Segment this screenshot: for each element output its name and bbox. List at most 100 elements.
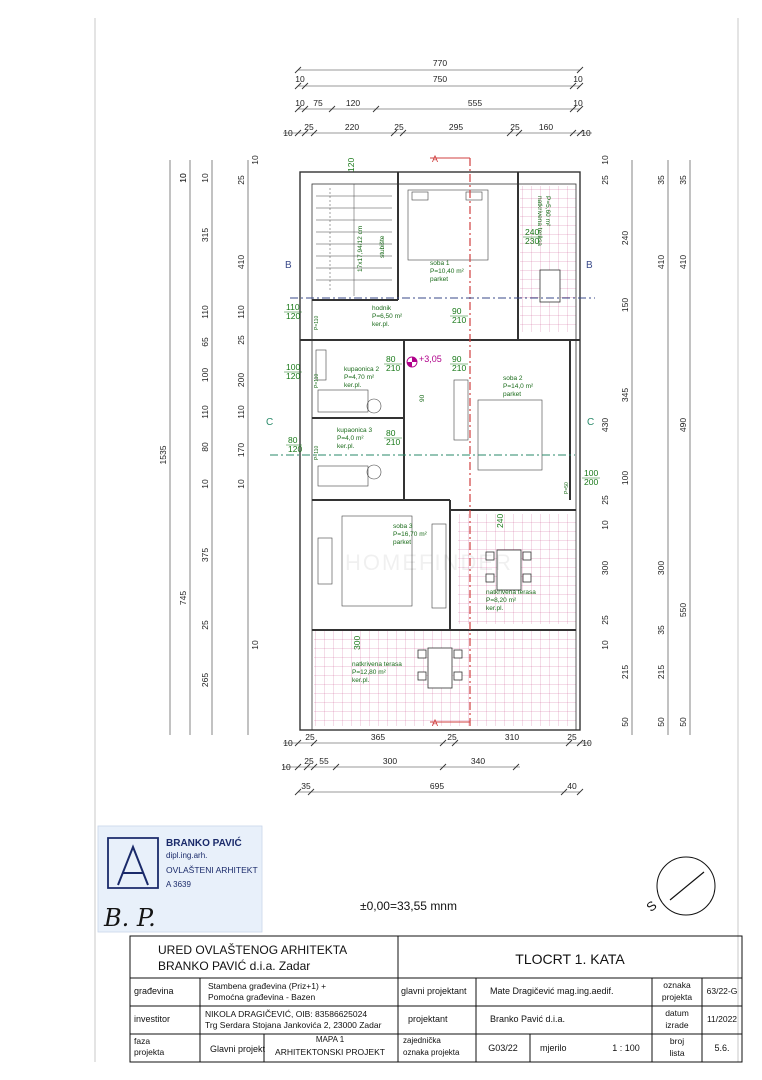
room-kup2-area: P=4,70 m² [344, 374, 375, 381]
mapa-label: MAPA 1 [316, 1035, 345, 1044]
zajednicka-label-1: zajednička [403, 1036, 441, 1045]
dim-label: 80 [200, 442, 210, 452]
level-marker: +3,05 [406, 354, 442, 368]
section-marker-a-top: A [432, 154, 438, 164]
dim-label: 10 [250, 640, 260, 650]
opening-label: 200 [584, 477, 598, 487]
dim-label: 10 [600, 640, 610, 650]
dim-label: 40 [567, 781, 577, 791]
opening-label: 100 [286, 362, 300, 372]
opening-labels: 240 230 110 120 90 210 80 210 90 210 100… [284, 158, 600, 650]
dim-label: 410 [656, 255, 666, 269]
architect-stamp: BRANKO PAVIĆ dipl.ing.arh. OVLAŠTENI ARH… [97, 825, 263, 933]
opening-label: 300 [352, 636, 362, 650]
dim-label: 50 [620, 717, 630, 727]
dim-label: 310 [505, 732, 519, 742]
room-soba-1-area: P=10,40 m² [430, 268, 465, 275]
dim-label: 490 [678, 418, 688, 432]
mapa-value: ARHITEKTONSKI PROJEKT [275, 1047, 385, 1057]
office-line-2: BRANKO PAVIĆ d.i.a. Zadar [158, 958, 310, 973]
room-terasa-big-area: P=12,80 m² [352, 669, 387, 676]
room-kup3-name: kupaonica 3 [337, 427, 372, 434]
dim-label: 10 [573, 98, 583, 108]
title-block [129, 935, 743, 1063]
investitor-line-2: Trg Serdara Stojana Jankovića 2, 23000 Z… [205, 1020, 382, 1030]
mjerilo-value: 1 : 100 [612, 1043, 640, 1053]
title-block-text: URED OVLAŠTENOG ARHITEKTA BRANKO PAVIĆ d… [134, 942, 737, 1058]
broj-label-1: broj [670, 1036, 684, 1046]
opening-label: 80 [288, 435, 298, 445]
dim-label: 745 [178, 591, 188, 605]
dim-label: 10 [295, 98, 305, 108]
dim-label: 10 [573, 74, 583, 84]
broj-label-2: lista [669, 1048, 684, 1058]
room-hodnik-area: P=6,50 m² [372, 313, 403, 320]
dim-label: 25 [600, 495, 610, 505]
dim-label: 55 [319, 756, 329, 766]
dim-label: 200 [236, 373, 246, 387]
dim-label: 170 [236, 443, 246, 457]
drawing-title: TLOCRT 1. KATA [515, 951, 625, 967]
stamp-number: A 3639 [166, 880, 191, 889]
oznaka-value: 63/22-G [707, 986, 738, 996]
terrace-top-right [520, 186, 576, 332]
room-terasa-top-area: P=5,60 m² [544, 196, 551, 227]
opening-label: 210 [452, 315, 466, 325]
opening-label: 80 [386, 354, 396, 364]
room-soba-2-name: soba 2 [503, 375, 523, 382]
dim-label: 110 [200, 305, 210, 319]
room-soba-3-floor: parket [393, 539, 411, 546]
faza-label-1: faza [134, 1036, 150, 1046]
room-labels: soba 1 P=10,40 m² parket hodnik P=6,50 m… [337, 196, 551, 684]
section-marker-b-right: B [586, 260, 593, 271]
datum-value: 11/2022 [707, 1014, 737, 1024]
dim-label: 315 [200, 228, 210, 242]
opening-label: 110 [286, 302, 300, 312]
dim-label: 410 [236, 255, 246, 269]
opening-label: 90 [452, 354, 462, 364]
opening-label: 100 [584, 468, 598, 478]
dimension-labels-top: 770 10 750 10 10 75 120 555 10 10 25 220… [283, 58, 591, 138]
dim-label: 25 [567, 732, 577, 742]
dim-left-total: 1535 [158, 445, 168, 464]
room-soba-3-area: P=16,70 m² [393, 531, 428, 538]
opening-label: 210 [386, 363, 400, 373]
broj-value: 5.6. [714, 1043, 729, 1053]
room-soba-1-floor: parket [430, 276, 448, 283]
dim-top-total: 770 [433, 58, 447, 68]
dim-label: 100 [200, 368, 210, 382]
dim-label: 215 [620, 665, 630, 679]
room-terasa-small-floor: ker.pl. [486, 605, 504, 612]
oznaka-label-1: oznaka [663, 980, 691, 990]
dimension-labels-right: 10 25 240 150 345 100 25 300 10 215 50 3… [600, 155, 688, 727]
stair-label: stubište [379, 235, 386, 258]
dim-label: 160 [539, 122, 553, 132]
elevation-reference: ±0,00=33,55 mnm [360, 899, 457, 913]
investitor-line-1: NIKOLA DRAGIČEVIĆ, OIB: 83586625024 [205, 1009, 367, 1019]
room-terasa-big-name: natkrivena terasa [352, 661, 402, 668]
room-soba-1-name: soba 1 [430, 260, 450, 267]
dim-label: 215 [656, 665, 666, 679]
opening-label: 120 [286, 371, 300, 381]
projektant-value: Branko Pavić d.i.a. [490, 1014, 565, 1024]
stamp-name: BRANKO PAVIĆ [166, 836, 242, 849]
dimension-chain-top [283, 66, 592, 137]
opening-label: 80 [386, 428, 396, 438]
level-value: +3,05 [419, 354, 442, 364]
dim-label: 10 [200, 173, 210, 183]
dim-label: 25 [236, 175, 246, 185]
dim-label: 240 [620, 231, 630, 245]
bed-soba-2 [453, 379, 543, 471]
room-hodnik-name: hodnik [372, 305, 392, 312]
dim-label: 100 [620, 471, 630, 485]
gradevina-line-2: Pomoćna građevina - Bazen [208, 992, 316, 1002]
dim-label: 10 [295, 74, 305, 84]
glavni-projektant-value: Mate Dragičević mag.ing.aedif. [490, 986, 614, 996]
stamp-title: dipl.ing.arh. [166, 851, 207, 860]
dim-label: 65 [200, 337, 210, 347]
signature: B. P. [103, 904, 156, 932]
room-kup2-floor: ker.pl. [344, 382, 362, 389]
glavni-projektant-label: glavni projektant [401, 986, 467, 996]
dimension-chain-bottom [283, 739, 590, 796]
bed-soba-1 [407, 189, 489, 261]
